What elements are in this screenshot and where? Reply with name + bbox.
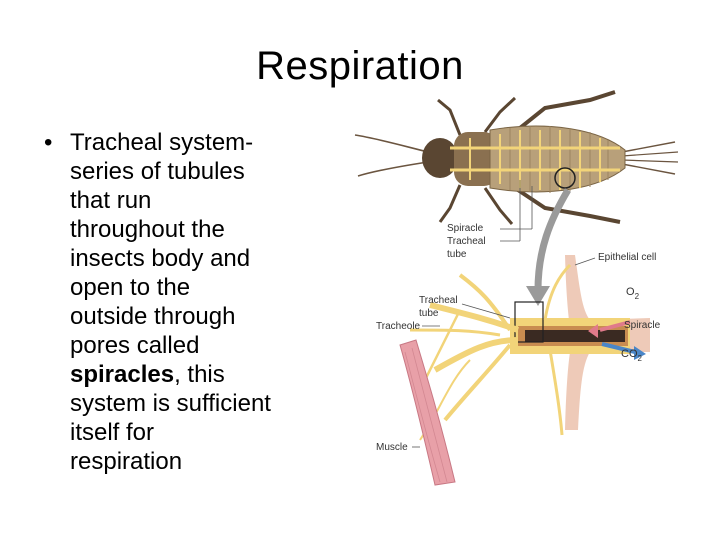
co2-text: CO — [621, 348, 638, 360]
bullet-line-tail: , this — [174, 361, 225, 388]
label-tracheole: Tracheole — [376, 321, 421, 332]
slide-title: Respiration — [256, 44, 464, 88]
spiracles-bold: spiracles — [70, 361, 175, 388]
label-tracheal-tube-mid-1: Tracheal — [419, 295, 458, 306]
co2-subscript: 2 — [638, 354, 643, 363]
label-co2: CO2 — [621, 348, 643, 363]
bullet-line: series of tubules — [70, 158, 245, 185]
bullet-line: open to the — [70, 274, 191, 301]
label-spiracle-top: Spiracle — [447, 223, 484, 234]
o2-subscript: 2 — [635, 292, 640, 301]
bullet-dot: • — [44, 129, 53, 156]
zoom-arrow — [526, 188, 572, 306]
bullet-line: insects body and — [70, 245, 251, 272]
label-tracheal-tube-top-2: tube — [447, 249, 467, 260]
bullet-line: system is sufficient — [70, 390, 271, 417]
label-tracheal-tube-mid-2: tube — [419, 308, 439, 319]
bullet-line: that run — [70, 187, 152, 214]
label-o2: O2 — [626, 286, 640, 301]
label-tracheal-tube-top-1: Tracheal — [447, 236, 486, 247]
bullet-line-spiracles: spiracles, this — [44, 360, 314, 389]
label-epithelial-cell: Epithelial cell — [598, 252, 656, 263]
o2-text: O — [626, 286, 635, 298]
bullet-text-block: • Tracheal system- series of tubules tha… — [44, 128, 314, 476]
bullet-line: Tracheal system- — [70, 129, 254, 156]
bullet-line: throughout the — [70, 216, 225, 243]
tracheal-detail — [399, 255, 650, 486]
tracheal-system-figure: Spiracle Tracheal tube Epit — [354, 90, 679, 486]
label-muscle: Muscle — [376, 442, 408, 453]
bullet-line: pores called — [70, 332, 200, 359]
bullet-line: outside through — [70, 303, 236, 330]
label-spiracle-right: Spiracle — [624, 320, 661, 331]
insect-illustration — [354, 90, 679, 225]
bullet-line: respiration — [70, 448, 183, 475]
bullet-line: itself for — [70, 419, 155, 446]
